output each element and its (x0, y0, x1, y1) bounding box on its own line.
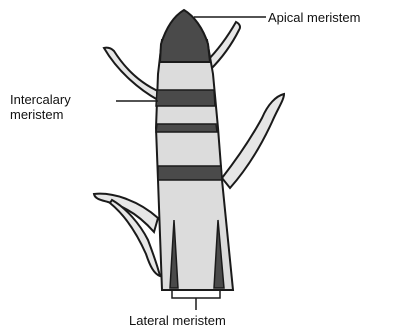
leaf-upper-left (104, 48, 160, 100)
intercalary-meristem-band-middle (156, 124, 217, 132)
apical-meristem-label: Apical meristem (268, 10, 360, 25)
apical-meristem-tip (160, 10, 210, 62)
intercalary-meristem-label-line1: Intercalary (10, 92, 71, 107)
lateral-meristem-label: Lateral meristem (129, 313, 226, 328)
lateral-bracket (172, 291, 220, 298)
intercalary-meristem-band-lower (158, 166, 222, 180)
leaf-middle-right (222, 94, 284, 188)
intercalary-meristem-label-line2: meristem (10, 107, 63, 122)
intercalary-meristem-band-upper (156, 90, 215, 106)
